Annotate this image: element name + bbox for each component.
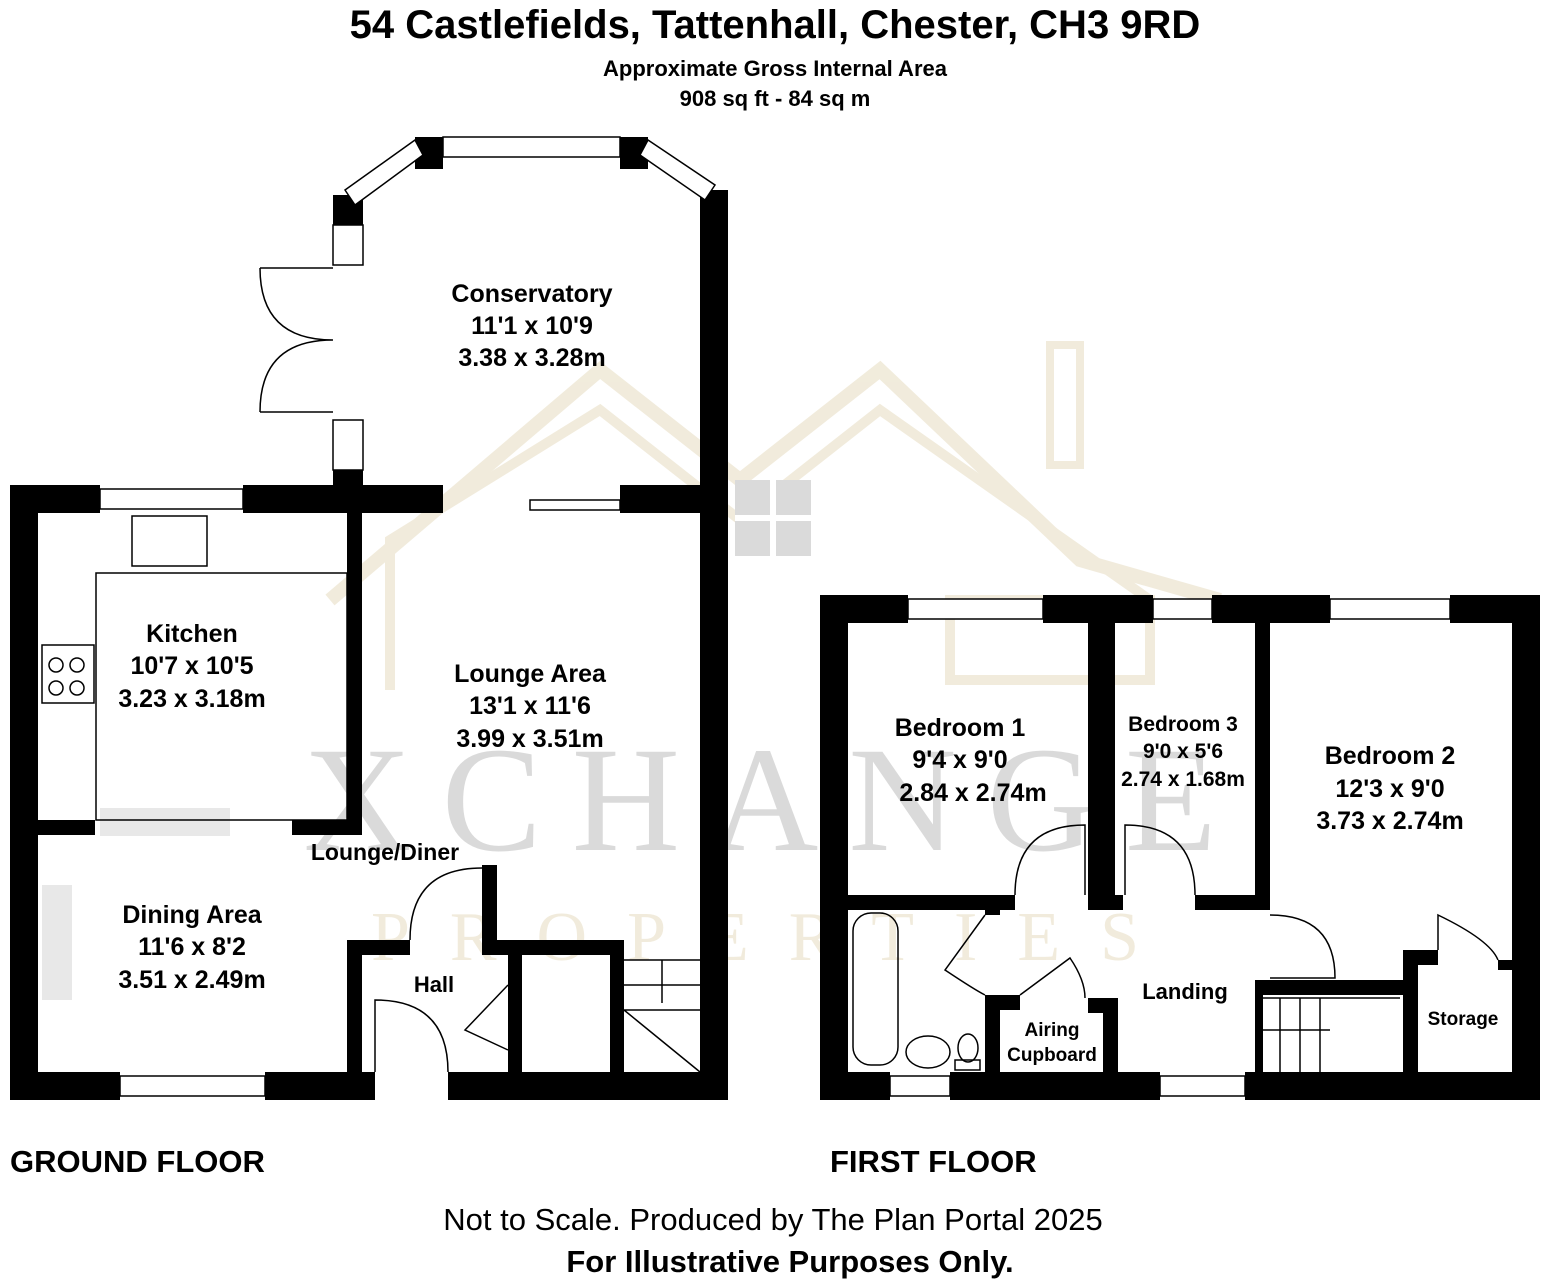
svg-text:12'3 x 9'0: 12'3 x 9'0	[1335, 775, 1444, 803]
room-bedroom-1: Bedroom 1 9'4 x 9'0 2.84 x 2.74m	[895, 714, 1047, 807]
lounge-diner-label: Lounge/Diner	[311, 839, 459, 865]
room-bedroom-3: Bedroom 3 9'0 x 5'6 2.74 x 1.68m	[1121, 713, 1245, 791]
svg-text:13'1 x 11'6: 13'1 x 11'6	[469, 692, 591, 720]
svg-text:PROPERTIES: PROPERTIES	[371, 899, 1179, 976]
svg-text:XCHANGE: XCHANGE	[303, 717, 1246, 883]
room-lounge-area: Lounge Area 13'1 x 11'6 3.99 x 3.51m	[454, 660, 607, 753]
footer-disclaimer: For Illustrative Purposes Only.	[566, 1244, 1013, 1279]
svg-text:2.84 x 2.74m: 2.84 x 2.74m	[899, 779, 1046, 807]
svg-text:3.23 x 3.18m: 3.23 x 3.18m	[118, 685, 265, 713]
room-landing: Landing	[1142, 979, 1228, 1004]
room-dining-area: Dining Area 11'6 x 8'2 3.51 x 2.49m	[118, 901, 265, 994]
svg-text:Dining Area: Dining Area	[122, 901, 262, 929]
first-floor-walls	[820, 595, 1540, 1100]
first-floor-label: FIRST FLOOR	[830, 1144, 1037, 1179]
first-floor-windows	[852, 598, 1499, 1097]
svg-text:Bedroom 1: Bedroom 1	[895, 714, 1026, 742]
svg-text:11'6 x 8'2: 11'6 x 8'2	[138, 933, 246, 961]
svg-text:9'4 x 9'0: 9'4 x 9'0	[912, 746, 1007, 774]
svg-text:Kitchen: Kitchen	[146, 620, 238, 648]
ground-floor-walls	[10, 137, 728, 1100]
footer-note: Not to Scale. Produced by The Plan Porta…	[443, 1202, 1102, 1237]
room-hall: Hall	[414, 972, 454, 997]
area-value: 908 sq ft - 84 sq m	[680, 86, 871, 111]
svg-text:3.73 x 2.74m: 3.73 x 2.74m	[1316, 807, 1463, 835]
svg-text:3.38 x 3.28m: 3.38 x 3.28m	[458, 344, 605, 372]
svg-text:Lounge Area: Lounge Area	[454, 660, 607, 688]
svg-text:10'7 x 10'5: 10'7 x 10'5	[130, 652, 253, 680]
room-kitchen: Kitchen 10'7 x 10'5 3.23 x 3.18m	[118, 620, 265, 713]
watermark-logo: XCHANGE PROPERTIES	[303, 341, 1246, 976]
ground-floor-windows	[41, 136, 717, 1097]
airing-cupboard-label-1: Airing	[1025, 1020, 1080, 1041]
svg-text:Bedroom 2: Bedroom 2	[1325, 742, 1456, 770]
area-subtitle: Approximate Gross Internal Area	[603, 56, 948, 81]
svg-text:Conservatory: Conservatory	[451, 280, 612, 308]
svg-text:2.74 x 1.68m: 2.74 x 1.68m	[1121, 768, 1245, 791]
page-title: 54 Castlefields, Tattenhall, Chester, CH…	[350, 3, 1201, 47]
svg-text:3.51 x 2.49m: 3.51 x 2.49m	[118, 966, 265, 994]
airing-cupboard-label-2: Cupboard	[1007, 1045, 1097, 1066]
svg-text:9'0 x 5'6: 9'0 x 5'6	[1143, 740, 1223, 763]
svg-text:11'1 x 10'9: 11'1 x 10'9	[471, 312, 593, 340]
svg-text:3.99 x 3.51m: 3.99 x 3.51m	[456, 725, 603, 753]
room-bedroom-2: Bedroom 2 12'3 x 9'0 3.73 x 2.74m	[1316, 742, 1463, 835]
room-storage: Storage	[1428, 1009, 1499, 1030]
ground-floor-label: GROUND FLOOR	[10, 1144, 265, 1179]
svg-text:Bedroom 3: Bedroom 3	[1128, 713, 1238, 736]
room-conservatory: Conservatory 11'1 x 10'9 3.38 x 3.28m	[451, 280, 612, 372]
